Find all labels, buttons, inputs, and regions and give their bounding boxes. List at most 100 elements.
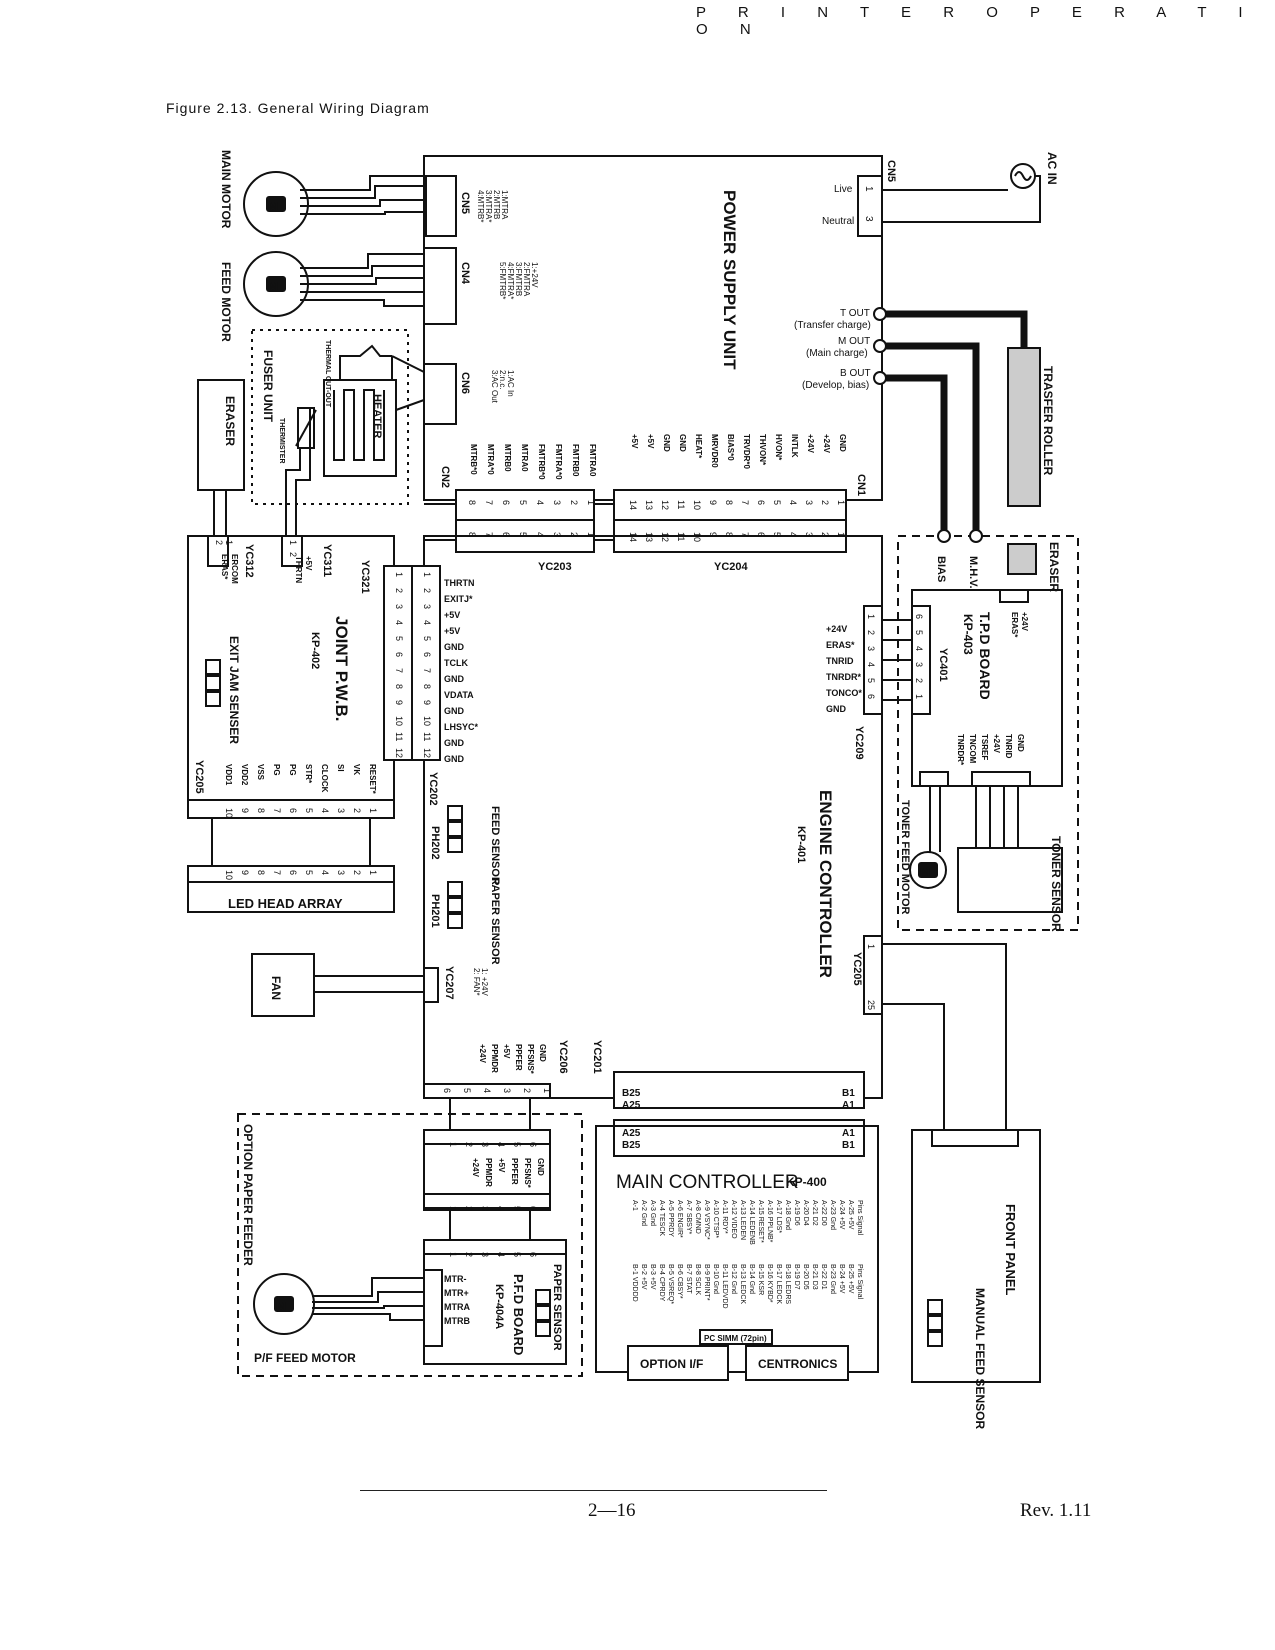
bias-label: BIAS (935, 556, 947, 582)
mc-pin-a: A-18 Gnd (784, 1200, 791, 1230)
cn2-pin-bot: 3 (552, 532, 562, 537)
yc201-b25: B25 (622, 1088, 641, 1099)
yc205-jp-signal: VK (352, 764, 361, 775)
yc312-signal: ERAS* (220, 554, 229, 580)
jp-led-pin: 9 (240, 808, 250, 813)
opf-signal: PPMDR (484, 1158, 493, 1187)
pf-motor-glyph: M (276, 1299, 286, 1313)
cn2-pin-bot: 7 (484, 532, 494, 537)
cn1-pin-top: 7 (740, 500, 750, 505)
led-pin: 7 (272, 870, 282, 875)
cn1-signal: HEAT* (694, 434, 703, 459)
yc206-pin: 1 (542, 1088, 552, 1093)
cn5-label: CN5 (459, 192, 471, 214)
tpd-signal: TSREF (980, 734, 989, 760)
cn1-pin-top: 5 (772, 500, 782, 505)
cn2-label: CN2 (439, 466, 451, 488)
cn2-pin-top: 4 (535, 500, 545, 505)
feed-sensor-label: FEED SENSOR (489, 806, 501, 885)
tpd-signal: TNCOM (968, 734, 977, 764)
tpd-top-pin: ERAS* (1010, 612, 1019, 638)
jp-led-pin: 10 (224, 808, 234, 818)
cn1-pin-bot: 1 (836, 532, 846, 537)
mc-pin-b: B-8 SCLK (694, 1264, 701, 1295)
neutral-label: Neutral (822, 216, 854, 227)
cn1-pin-top: 8 (724, 500, 734, 505)
mc-pin-a: A-19 D6 (793, 1200, 800, 1226)
cn2-signal: FMTRB*0 (537, 444, 546, 480)
mc-pin-a: A-20 D4 (802, 1200, 809, 1226)
yc311-pin: 2 (288, 552, 298, 557)
ribbon-pin-right: 8 (422, 684, 432, 689)
cn1-signal: +5V (630, 434, 639, 449)
led-pin: 5 (304, 870, 314, 875)
jp-led-pin: 6 (288, 808, 298, 813)
heater-label: HEATER (371, 394, 383, 438)
yc311-signal: THRTN (294, 556, 303, 583)
mc-pin-a: A-7 SBSY* (685, 1200, 692, 1235)
cn5-pin: 3:MTRA* (484, 190, 493, 222)
yc209-signal: ERAS* (826, 640, 855, 650)
yc209-pin: 5 (866, 678, 876, 683)
cn1-label: CN1 (855, 474, 867, 496)
t-out-desc: (Transfer charge) (794, 320, 871, 331)
yc205-ec-pin25: 25 (866, 1000, 876, 1010)
cn1-pin-bot: 2 (820, 532, 830, 537)
cn1-pin-top: 3 (804, 500, 814, 505)
cn4-pin: 1:+24V (530, 262, 539, 288)
mc-pin-a: A-16 PPLNB* (766, 1200, 773, 1243)
cn1-pin-bot: 12 (660, 532, 670, 542)
pfd-motor-signal: MTR- (444, 1274, 467, 1284)
yc209-signal: TNRDR* (826, 672, 861, 682)
cn2-pin-bot: 8 (467, 532, 477, 537)
cn1-signal: INTLK (790, 434, 799, 458)
cn1-signal: TRVDR*0 (742, 434, 751, 470)
cn1-pin-top: 14 (628, 500, 638, 510)
cn1-signal: GND (662, 434, 671, 452)
ac-pin: 3 (863, 216, 874, 222)
mc-pin-b: B-22 D1 (820, 1264, 827, 1290)
transfer-roller-label: TRASFER ROLLER (1041, 366, 1055, 476)
mc-pin-b: B-17 LEDCK (775, 1264, 782, 1304)
cn2-signal: MTRA*0 (486, 444, 495, 475)
page-number: 2—16 (588, 1500, 636, 1521)
mc-pin-b: B-4 CPRDY (658, 1264, 665, 1302)
jp-led-pin: 7 (272, 808, 282, 813)
yc202-signal: THRTN (444, 578, 475, 588)
ribbon-pin-left: 1 (394, 572, 404, 577)
yc209-pin: 6 (866, 694, 876, 699)
cn1-signal: BIAS*0 (726, 434, 735, 461)
cn1-signal: +5V (646, 434, 655, 449)
cn1-signal: +24V (822, 434, 831, 454)
mc-pin-b: B-12 Gnd (730, 1264, 737, 1294)
yc205-jp-signal: PG (272, 764, 281, 776)
yc312-pin: 2 (214, 540, 224, 545)
ph202-label: PH202 (429, 826, 441, 860)
yc205-jp-signal: SI (336, 764, 345, 772)
pfd-board-label: P.F.D BOARD (511, 1274, 526, 1355)
yc401-pin: 2 (914, 678, 924, 683)
opf-pfd-pin: 6 (528, 1252, 538, 1257)
yc312-label: YC312 (243, 544, 255, 578)
mc-pin-b: B-23 Gnd (829, 1264, 836, 1294)
cn2-pin-top: 7 (484, 500, 494, 505)
ribbon-pin-right: 7 (422, 668, 432, 673)
cn1-pin-bot: 9 (708, 532, 718, 537)
cn4-pin: 5:FMTRB* (498, 262, 507, 299)
yc205-jp-signal: VDD2 (240, 764, 249, 786)
jp-led-pin: 4 (320, 808, 330, 813)
cn2-signal: MTRB0 (503, 444, 512, 472)
cn1-pin-bot: 11 (676, 532, 686, 541)
ribbon-pin-left: 4 (394, 620, 404, 625)
yc206-pin: 2 (522, 1088, 532, 1093)
mc-pin-b: B-6 CBSY* (676, 1264, 683, 1299)
ribbon-pin-right: 9 (422, 700, 432, 705)
cn1-pin-top: 6 (756, 500, 766, 505)
cn2-pin-bot: 1 (586, 532, 596, 537)
cn1-pin-top: 4 (788, 500, 798, 505)
opf-top-pin: 6 (528, 1142, 538, 1147)
opf-pfd-pin: 4 (496, 1252, 506, 1257)
led-pin: 4 (320, 870, 330, 875)
ribbon-pin-left: 2 (394, 588, 404, 593)
